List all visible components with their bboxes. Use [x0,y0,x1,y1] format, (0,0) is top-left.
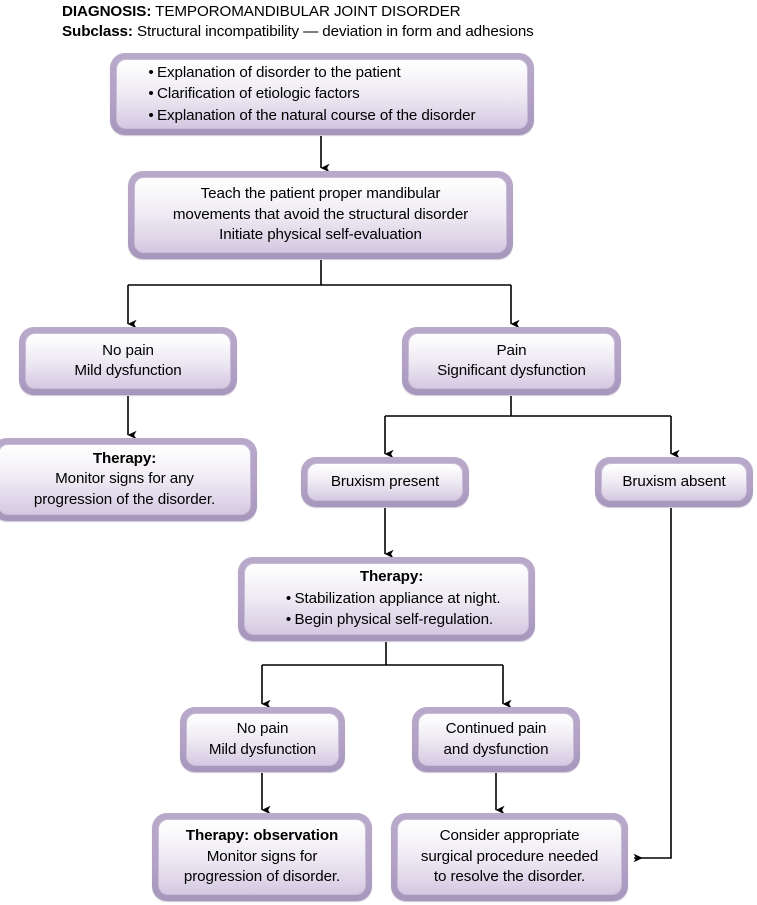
subclass-value: Structural incompatibility — deviation i… [136,23,534,40]
bullet-text: Begin physical self-regulation. [294,611,494,629]
diagram-heading: DIAGNOSIS: TEMPOROMANDIBULAR JOINT DISOR… [62,2,752,42]
node-no-pain-mild-dysfunction-1[interactable]: No pain Mild dysfunction [19,327,237,395]
bullet-text: Explanation of the natural course of the… [157,106,476,124]
node-line: Continued pain [445,720,547,737]
bullet-item: • Stabilization appliance at night. [282,588,501,610]
diagnosis-value: TEMPOROMANDIBULAR JOINT DISORDER [155,3,461,20]
node-surgical-body: Consider appropriate surgical procedure … [397,819,622,895]
node-teach-body: Teach the patient proper mandibular move… [134,177,507,253]
node-bruxism-absent-body: Bruxism absent [601,463,747,501]
node-line: Initiate physical self-evaluation [219,226,422,244]
node-line: Consider appropriate [439,827,580,845]
node-therapy-stabilization-body: Therapy: • Stabilization appliance at ni… [244,563,529,635]
bullet-item: • Clarification of etiologic factors [145,83,360,105]
node-pain-significant-dysfunction[interactable]: Pain Significant dysfunction [402,327,621,395]
bullet-item: • Explanation of the natural course of t… [145,105,475,127]
node-line: progression of the disorder. [33,490,216,508]
node-therapy-observation-body: Therapy: observation Monitor signs for p… [158,819,366,895]
subclass-label: Subclass: [62,23,133,40]
node-no-pain-mild-dysfunction-2[interactable]: No pain Mild dysfunction [180,707,345,772]
node-heading: Therapy: [92,449,157,467]
node-therapy-stabilization-bullets: • Stabilization appliance at night. • Be… [282,588,501,631]
bullet-item: • Begin physical self-regulation. [282,609,493,631]
bullet-dot-icon: • [148,63,154,81]
node-line: Significant dysfunction [437,362,586,379]
node-therapy-monitor-body: Therapy: Monitor signs for any progressi… [0,444,251,515]
connector-bruxism-absent-to-surgical [633,508,672,863]
diagnosis-line: DIAGNOSIS: TEMPOROMANDIBULAR JOINT DISOR… [62,2,752,22]
node-therapy-monitor-progression[interactable]: Therapy: Monitor signs for any progressi… [0,438,257,521]
subclass-line: Subclass: Structural incompatibility — d… [62,22,752,42]
node-line: Monitor signs for any [55,470,194,488]
node-teach-mandibular-movements[interactable]: Teach the patient proper mandibular move… [128,171,513,259]
bullet-text: Stabilization appliance at night. [294,589,501,607]
node-line: Bruxism present [330,472,440,490]
node-line: surgical procedure needed [420,847,599,865]
node-line: to resolve the disorder. [433,868,586,886]
node-education-body: • Explanation of disorder to the patient… [116,59,528,129]
node-education-bullets: • Explanation of disorder to the patient… [145,62,475,127]
node-bruxism-absent[interactable]: Bruxism absent [595,457,753,507]
bullet-item: • Explanation of disorder to the patient [145,62,401,84]
node-bruxism-present-body: Bruxism present [307,463,463,501]
node-consider-surgical-procedure[interactable]: Consider appropriate surgical procedure … [391,813,628,901]
bullet-dot-icon: • [285,589,292,607]
node-continued-pain-body: Continued pain and dysfunction [418,713,574,766]
node-line: Pain [496,341,527,359]
bullet-dot-icon: • [285,611,292,629]
node-therapy-stabilization-appliance[interactable]: Therapy: • Stabilization appliance at ni… [238,557,535,641]
node-heading: Therapy: observation [185,827,339,845]
node-bruxism-present[interactable]: Bruxism present [301,457,469,507]
node-no-pain-2-body: No pain Mild dysfunction [186,713,339,766]
node-line: Mild dysfunction [208,740,317,758]
bullet-dot-icon: • [148,85,154,103]
node-continued-pain-and-dysfunction[interactable]: Continued pain and dysfunction [412,707,580,772]
node-line: progression of disorder. [183,868,341,886]
bullet-text: Explanation of disorder to the patient [157,63,401,81]
node-no-pain-1-body: No pain Mild dysfunction [25,333,231,389]
node-line: No pain [236,720,289,737]
bullet-text: Clarification of etiologic factors [157,85,360,103]
diagnosis-label: DIAGNOSIS: [62,3,152,20]
node-line: Bruxism absent [622,472,726,490]
node-line: movements that avoid the structural diso… [172,205,469,223]
node-education[interactable]: • Explanation of disorder to the patient… [110,53,534,135]
node-line: No pain [102,341,154,359]
bullet-dot-icon: • [148,106,154,124]
node-pain-body: Pain Significant dysfunction [408,333,615,389]
node-line: Mild dysfunction [74,362,182,379]
node-line: Teach the patient proper mandibular [200,185,441,203]
node-heading: Therapy: [359,568,424,586]
node-line: and dysfunction [443,740,549,758]
node-line: Monitor signs for [206,847,318,865]
node-therapy-observation[interactable]: Therapy: observation Monitor signs for p… [152,813,372,901]
